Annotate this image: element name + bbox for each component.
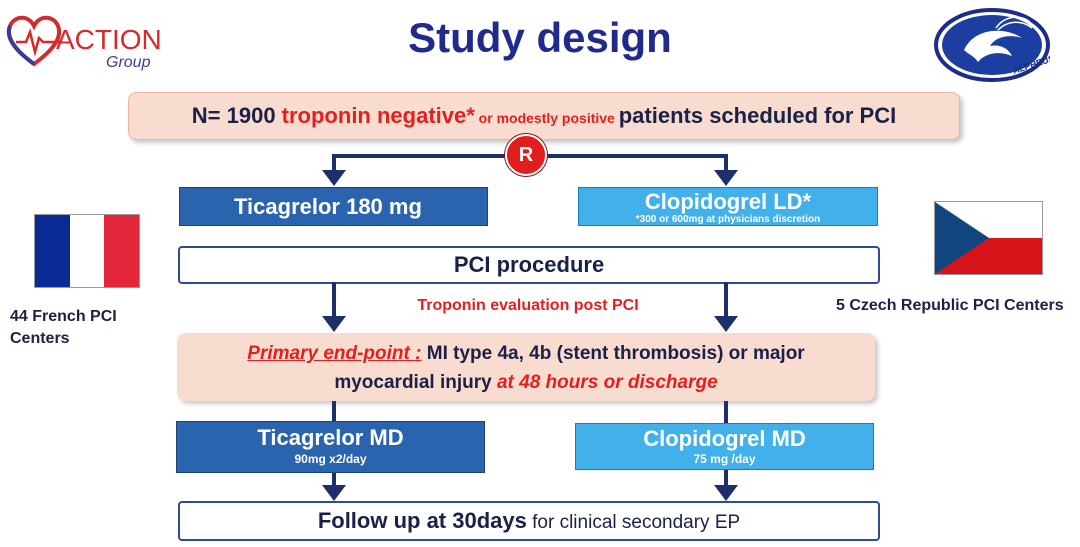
france-flag <box>34 214 140 288</box>
clopidogrel-loading-box: Clopidogrel LD* *300 or 600mg at physici… <box>578 187 878 226</box>
connector-line <box>724 401 728 423</box>
population-highlight: troponin negative* <box>281 103 475 128</box>
page-title: Study design <box>408 14 672 61</box>
action-logo-group-text: Group <box>106 54 151 71</box>
connector-line <box>724 282 728 318</box>
clopidogrel-loading-note: *300 or 600mg at physicians discretion <box>635 214 821 225</box>
pci-procedure-label: PCI procedure <box>453 252 605 277</box>
ticagrelor-loading-label: Ticagrelor 180 mg <box>234 194 422 219</box>
connector-line <box>724 470 728 487</box>
primary-endpoint-timing: at 48 hours or discharge <box>496 372 718 393</box>
czech-flag <box>934 201 1043 275</box>
population-box: N= 1900 troponin negative* or modestly p… <box>128 92 960 140</box>
follow-up-rest: for clinical secondary EP <box>526 512 741 533</box>
troponin-evaluation-label: Troponin evaluation post PCI <box>417 297 639 314</box>
arrow-down-icon <box>714 170 738 186</box>
arrow-down-icon <box>322 316 346 332</box>
connector-line <box>332 154 336 174</box>
follow-up-box: Follow up at 30days for clinical seconda… <box>178 501 880 541</box>
heart-icon <box>6 15 62 67</box>
primary-endpoint-label: Primary end-point : <box>247 343 422 364</box>
action-group-logo: ACTION Group <box>4 6 164 76</box>
arrow-down-icon <box>714 485 738 501</box>
primary-endpoint-box: Primary end-point : MI type 4a, 4b (sten… <box>177 333 875 401</box>
clopidogrel-loading-label: Clopidogrel LD* <box>644 189 812 214</box>
connector-line <box>724 154 728 174</box>
clopidogrel-maintenance-dose: 75 mg /day <box>693 452 756 466</box>
primary-endpoint-text-2: myocardial injury <box>334 372 497 393</box>
action-logo-text: ACTION <box>56 24 162 55</box>
czech-centers-label: 5 Czech Republic PCI Centers <box>836 297 1064 314</box>
primary-endpoint-text-1: MI type 4a, 4b (stent thrombosis) or maj… <box>421 343 805 364</box>
randomization-badge: R <box>505 134 547 176</box>
follow-up-bold: Follow up at 30days <box>317 508 527 533</box>
french-centers-label: 44 French PCI Centers <box>10 308 117 347</box>
clopidogrel-maintenance-box: Clopidogrel MD 75 mg /day <box>575 423 874 470</box>
arrow-down-icon <box>322 170 346 186</box>
ticagrelor-maintenance-dose: 90mg x2/day <box>294 452 367 466</box>
population-suffix: patients scheduled for PCI <box>618 103 897 128</box>
clopidogrel-maintenance-label: Clopidogrel MD <box>643 426 806 451</box>
connector-line <box>332 282 336 318</box>
arrow-down-icon <box>322 485 346 501</box>
connector-line <box>332 401 336 421</box>
ticagrelor-maintenance-box: Ticagrelor MD 90mg x2/day <box>176 421 485 473</box>
population-modest: or modestly positive <box>474 110 619 126</box>
pci-procedure-box: PCI procedure <box>178 246 880 284</box>
connector-line <box>332 473 336 487</box>
population-prefix: N= 1900 <box>191 103 282 128</box>
alpheus-logo: ALPHEUS <box>934 8 1056 82</box>
arrow-down-icon <box>714 316 738 332</box>
ticagrelor-loading-box: Ticagrelor 180 mg <box>179 187 488 226</box>
ticagrelor-maintenance-label: Ticagrelor MD <box>257 425 404 450</box>
